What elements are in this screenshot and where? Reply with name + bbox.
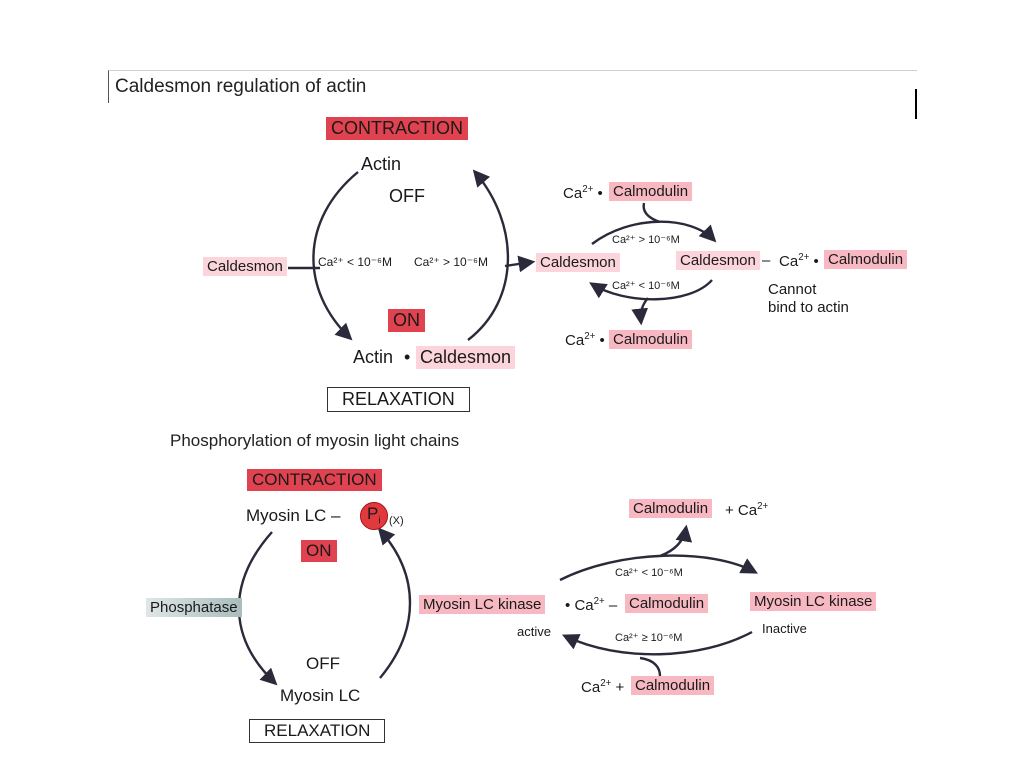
- title-frame: [108, 70, 917, 119]
- cond-bottom-right: Ca²⁺ < 10⁻⁶M: [612, 280, 680, 292]
- section2-contraction-label: CONTRACTION: [247, 469, 382, 491]
- inactive-label: Inactive: [762, 621, 807, 636]
- caldesmon-left: Caldesmon: [203, 257, 287, 276]
- frame-tick: [915, 89, 917, 119]
- s2-calmodulin-top: Calmodulin: [629, 499, 713, 518]
- complex-ca: Ca2+ •: [779, 252, 819, 270]
- pi-x-label: (X): [389, 515, 404, 527]
- caldesmon-mid: Caldesmon: [536, 253, 620, 272]
- s2-cond-top: Ca²⁺ < 10⁻⁶M: [615, 567, 683, 579]
- section1-relaxation-label: RELAXATION: [327, 387, 470, 412]
- caldesmon-bound: Caldesmon: [416, 346, 516, 369]
- section2-relaxation-label: RELAXATION: [249, 719, 386, 743]
- section1-contraction-label: CONTRACTION: [326, 117, 468, 140]
- ca-top: Ca2+ •: [563, 184, 603, 202]
- myosin-lc-label: Myosin LC: [280, 686, 361, 705]
- cannot-line-2: bind to actin: [768, 299, 849, 316]
- bond-bullet: •: [404, 347, 411, 367]
- ca-bottom: Ca2+ •: [565, 331, 605, 349]
- active-complex-ca: • Ca2+ –: [565, 596, 618, 614]
- cond-top-right: Ca²⁺ > 10⁻⁶M: [612, 234, 680, 246]
- s2-plus-ca-top: + Ca2+: [725, 501, 769, 519]
- arrow-phosphatase: [237, 531, 278, 686]
- pi-label: Pi: [367, 504, 381, 527]
- complex-caldesmon: Caldesmon: [676, 251, 760, 270]
- section2-off-label: OFF: [306, 654, 340, 673]
- calmodulin-bottom: Calmodulin: [609, 330, 693, 349]
- actin-label: Actin: [361, 154, 402, 174]
- kinase-active: Myosin LC kinase: [419, 595, 546, 614]
- section1-on-label: ON: [388, 309, 425, 332]
- cannot-line-1: Cannot: [768, 281, 817, 298]
- s2-ca-bottom: Ca2+ +: [581, 678, 625, 696]
- calmodulin-top: Calmodulin: [609, 182, 693, 201]
- phosphate-pi-icon: [360, 502, 388, 530]
- off-label: OFF: [389, 186, 425, 206]
- arrow-right-bottom: [589, 279, 713, 301]
- arrow-kinase: [377, 527, 412, 679]
- myosin-lc-p-label: Myosin LC –: [246, 506, 341, 525]
- complex-calmodulin: Calmodulin: [824, 250, 908, 269]
- section2-heading: Phosphorylation of myosin light chains: [170, 431, 460, 450]
- actin-bound-label: Actin: [353, 347, 394, 367]
- section1-heading: Caldesmon regulation of actin: [115, 76, 367, 97]
- phosphatase-label: Phosphatase: [146, 598, 242, 617]
- arrow-s2-bottom: [561, 630, 753, 656]
- s2-cond-bottom: Ca²⁺ ≥ 10⁻⁶M: [615, 632, 683, 644]
- arrow-calmodulin-release: [631, 297, 649, 326]
- arrow-on-to-off: [467, 169, 510, 341]
- arrow-calmodulin-down: [642, 202, 661, 224]
- cond-high: Ca²⁺ > 10⁻⁶M: [414, 255, 488, 269]
- kinase-inactive: Myosin LC kinase: [750, 592, 877, 611]
- active-complex-calmodulin: Calmodulin: [625, 594, 709, 613]
- active-label: active: [517, 624, 551, 639]
- complex-dash: –: [762, 252, 771, 269]
- section2-on-label: ON: [301, 540, 337, 562]
- arrow-to-caldesmon-right: [504, 255, 536, 273]
- arrow-bind-calmodulin: [639, 656, 662, 677]
- s2-calmodulin-bottom: Calmodulin: [631, 676, 715, 695]
- arrow-off-to-on: [312, 171, 359, 341]
- cond-low: Ca²⁺ < 10⁻⁶M: [318, 255, 392, 269]
- arrow-release-calmodulin: [659, 524, 693, 558]
